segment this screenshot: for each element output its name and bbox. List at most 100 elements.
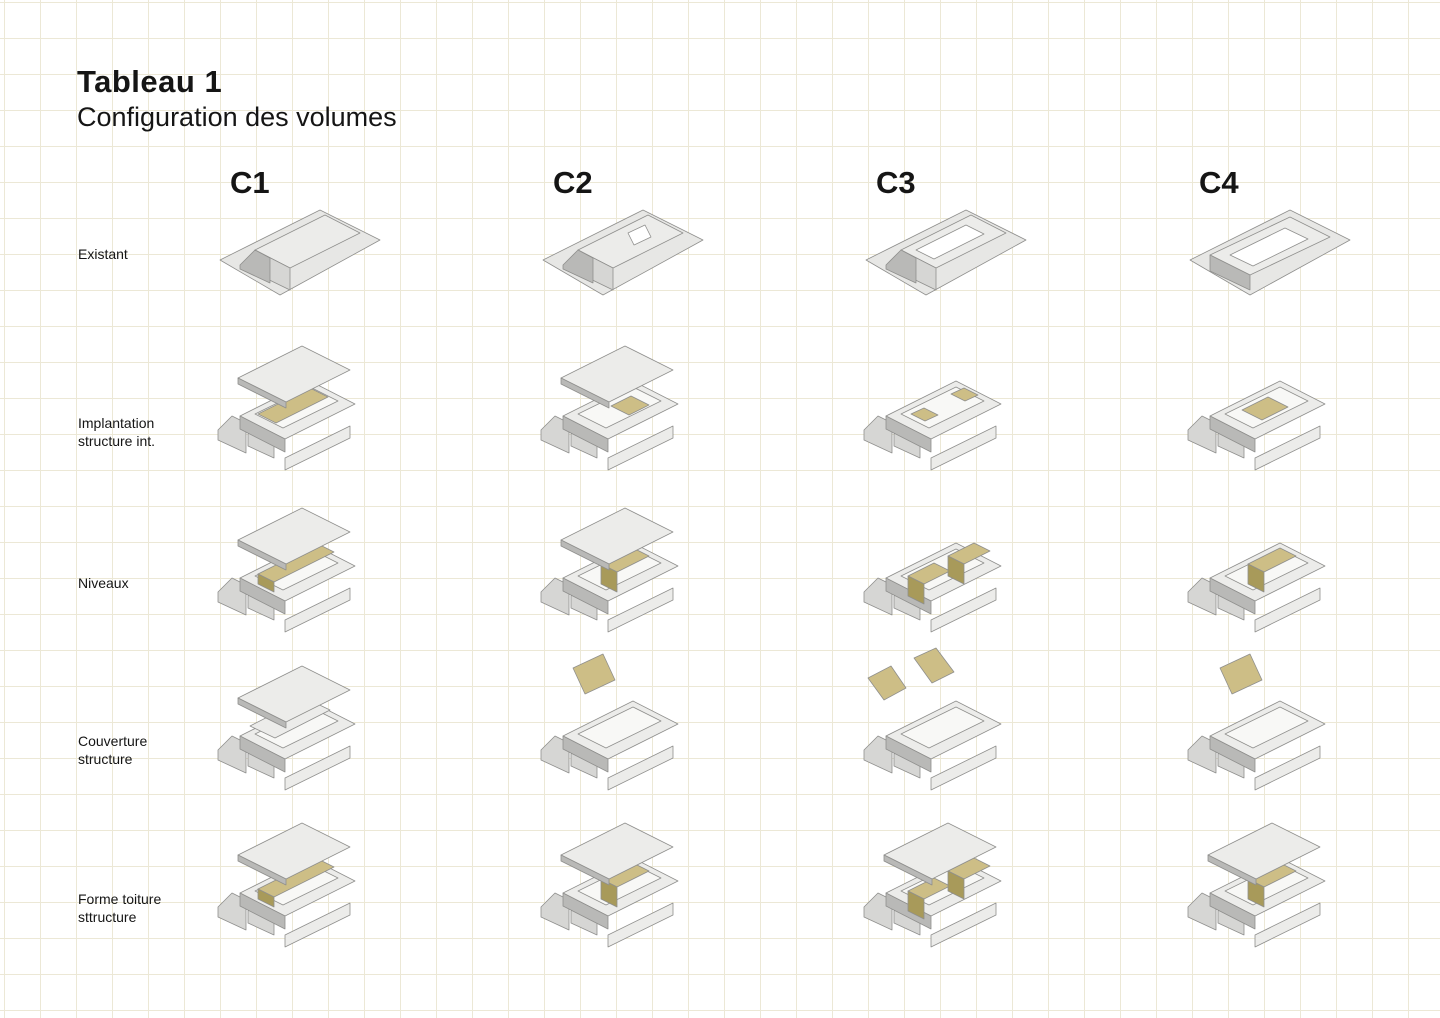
roof-opening — [627, 224, 652, 246]
row-label-couverture: Couverture structure — [78, 732, 198, 768]
roof-edge — [560, 539, 610, 571]
row-label-implantation: Implantation structure int. — [78, 414, 198, 450]
volume-group — [863, 380, 1002, 471]
open-nave — [1229, 227, 1309, 267]
roof-edge — [883, 854, 933, 886]
volume-group — [540, 653, 679, 791]
diagram-c4-implantation — [1180, 338, 1360, 478]
axonometric-drawing — [540, 345, 679, 471]
level-volume-side — [1247, 563, 1265, 593]
level-volume-side — [1247, 878, 1265, 908]
shell-side — [562, 415, 609, 453]
diagram-c4-existant — [1180, 195, 1360, 335]
structure-footprint — [950, 387, 979, 402]
level-volume-side — [257, 573, 275, 593]
axonometric-drawing — [863, 542, 1002, 633]
side-wall — [607, 902, 674, 948]
end-wall — [1187, 735, 1217, 774]
volume-group — [865, 209, 1027, 296]
volume-group — [863, 822, 1002, 948]
level-volume-side — [600, 563, 618, 593]
end-wall — [863, 892, 893, 931]
axonometric-drawing — [1187, 653, 1326, 791]
end-wall — [540, 735, 570, 774]
shell-side — [562, 735, 609, 773]
roof-structure — [1219, 653, 1263, 695]
page-subtitle: Configuration des volumes — [77, 102, 397, 132]
side-wall — [284, 745, 351, 791]
axonometric-drawing — [863, 647, 1002, 791]
row-label-line: structure — [78, 751, 133, 767]
roof-edge — [1207, 854, 1257, 886]
structure-footprint — [610, 395, 650, 416]
side-wall — [930, 587, 997, 633]
diagram-c1-niveaux — [210, 500, 390, 640]
side-wall — [930, 745, 997, 791]
side-wall — [930, 425, 997, 471]
axonometric-drawing — [217, 822, 356, 948]
diagram-c3-niveaux — [856, 500, 1036, 640]
side-wall — [284, 587, 351, 633]
end-wall — [1187, 892, 1217, 931]
end-wall — [863, 415, 893, 454]
side-wall — [284, 425, 351, 471]
diagram-c4-niveaux — [1180, 500, 1360, 640]
page-title: Tableau 1 — [77, 64, 223, 99]
diagram-c4-couverture — [1180, 653, 1360, 798]
volume-group — [863, 647, 1002, 791]
gable-wall — [1209, 254, 1251, 291]
axonometric-drawing — [217, 345, 356, 471]
row-label-line: Implantation — [78, 415, 155, 431]
row-label-line: Forme toiture — [78, 891, 162, 907]
axonometric-drawing — [542, 209, 704, 296]
roof-edge — [560, 377, 610, 409]
roof-edge — [237, 377, 287, 409]
volume-group — [217, 822, 356, 948]
volume-group — [217, 665, 356, 791]
volume-group — [217, 507, 356, 633]
axonometric-drawing — [540, 653, 679, 791]
volume-group — [217, 345, 356, 471]
column-header-c3: C3 — [876, 165, 916, 200]
level-volume-side — [947, 870, 965, 900]
row-label-line: Couverture — [78, 733, 148, 749]
roof-edge — [237, 539, 287, 571]
level-volume-side — [907, 890, 925, 920]
column-header-c1: C1 — [230, 165, 270, 200]
volume-group — [1187, 542, 1326, 633]
volume-group — [1187, 653, 1326, 791]
axonometric-drawing — [865, 209, 1027, 296]
side-wall — [1254, 587, 1321, 633]
volume-group — [1187, 822, 1326, 948]
end-wall — [863, 735, 893, 774]
roof-edge — [237, 697, 287, 729]
side-wall — [607, 587, 674, 633]
end-wall — [217, 415, 247, 454]
diagram-c3-couverture — [856, 647, 1036, 798]
axonometric-drawing — [219, 209, 381, 296]
level-volume-side — [907, 575, 925, 605]
volume-group — [1187, 380, 1326, 471]
row-label-line: structure int. — [78, 433, 156, 449]
open-nave — [915, 224, 985, 260]
diagram-c2-forme-toiture — [533, 815, 713, 955]
level-volume-side — [947, 555, 965, 585]
structure-footprint — [1241, 396, 1289, 421]
shell-interior — [577, 706, 662, 749]
side-wall — [607, 425, 674, 471]
end-wall — [540, 892, 570, 931]
end-wall — [217, 577, 247, 616]
roof-edge — [237, 854, 287, 886]
level-volume-side — [257, 888, 275, 908]
shell-side — [239, 577, 286, 615]
volume-group — [540, 345, 679, 471]
axonometric-drawing — [1187, 380, 1326, 471]
axonometric-drawing — [1187, 542, 1326, 633]
volume-group — [542, 209, 704, 296]
axonometric-drawing — [217, 665, 356, 791]
gable-wall — [562, 249, 594, 284]
side-wall — [284, 902, 351, 948]
side-wall — [930, 902, 997, 948]
roof-edge — [560, 854, 610, 886]
diagram-c2-implantation — [533, 338, 713, 478]
